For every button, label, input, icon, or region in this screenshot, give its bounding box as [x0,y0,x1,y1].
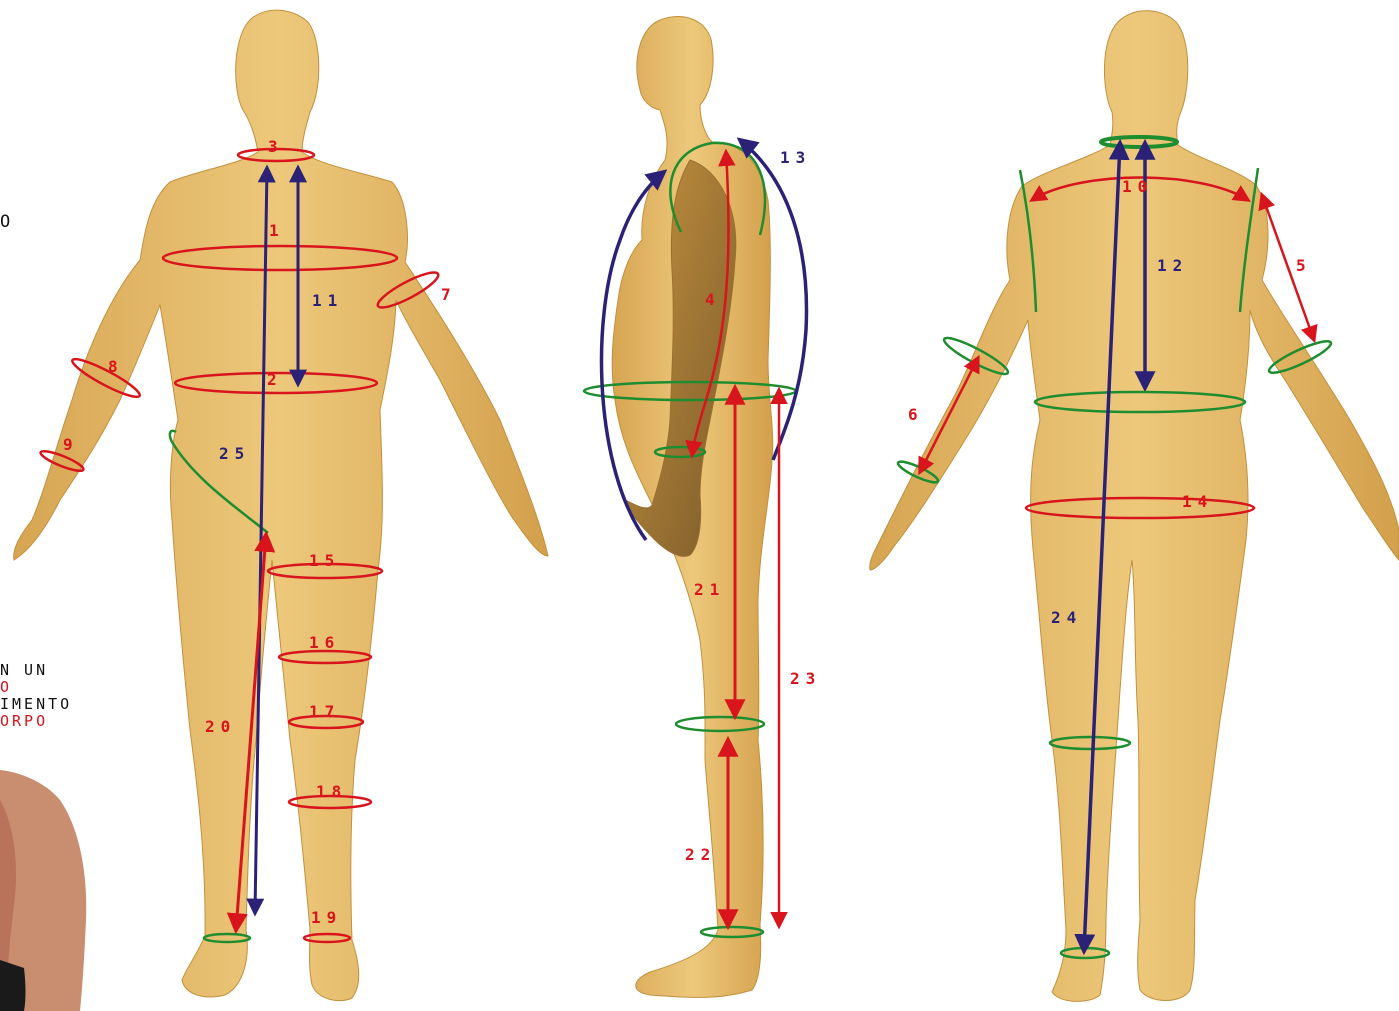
label-14: 14 [1182,492,1213,511]
label-23: 23 [790,669,821,688]
label-24: 24 [1051,608,1082,627]
label-19: 19 [311,908,342,927]
front-figure [14,10,548,1001]
back-figure [870,11,1399,1002]
label-10: 10 [1122,177,1153,196]
back-body [870,11,1399,1002]
label-15: 15 [309,551,340,570]
photo-fragment [0,770,92,1011]
front-body [14,10,548,1001]
label-18: 18 [316,782,347,801]
label-12: 12 [1157,256,1188,275]
label-13: 13 [780,148,811,167]
label-1: 1 [269,221,285,240]
label-16: 16 [309,633,340,652]
label-9: 9 [63,435,79,454]
label-7: 7 [441,285,457,304]
label-2: 2 [267,370,283,389]
label-25: 25 [219,444,250,463]
label-21: 21 [694,580,725,599]
label-22: 22 [685,845,716,864]
label-20: 20 [205,717,236,736]
label-3: 3 [268,137,284,156]
label-8: 8 [108,357,124,376]
label-17: 17 [309,702,340,721]
label-4: 4 [705,290,721,309]
label-5: 5 [1296,256,1312,275]
label-11: 11 [312,291,343,310]
label-6: 6 [908,405,924,424]
